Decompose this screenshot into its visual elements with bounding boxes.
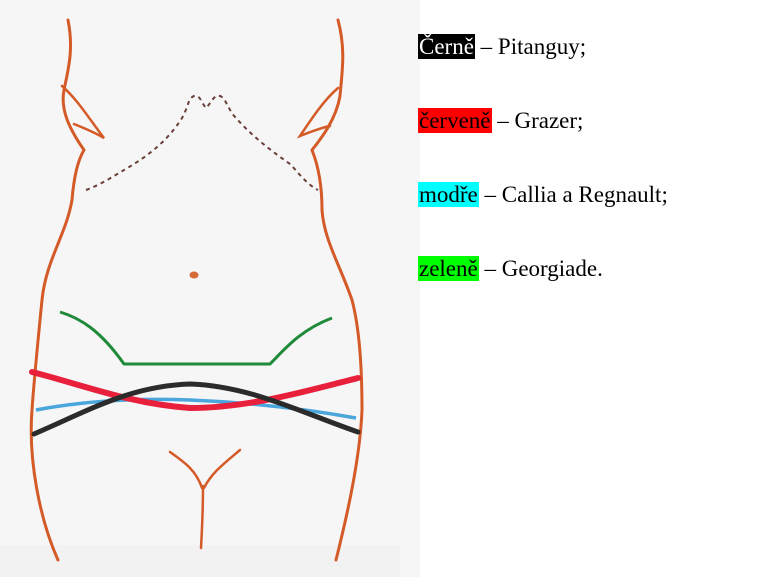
legend-key-black: Černě	[418, 34, 475, 59]
legend-item-callia-regnault: modře – Callia a Regnault;	[418, 174, 764, 248]
legend-item-pitanguy: Černě – Pitanguy;	[418, 26, 764, 100]
navel	[190, 272, 199, 279]
legend-key-green: zeleně	[418, 256, 479, 281]
incision-legend: Černě – Pitanguy; červeně – Grazer; modř…	[418, 26, 764, 322]
legend-separator: –	[492, 108, 515, 133]
legend-key-blue: modře	[418, 182, 479, 207]
legend-separator: –	[475, 34, 498, 59]
legend-author-name: Georgiade.	[502, 256, 603, 281]
abdominal-incision-illustration	[0, 0, 420, 577]
legend-author-name: Grazer;	[515, 108, 584, 133]
legend-item-georgiade: zeleně – Georgiade.	[418, 248, 764, 322]
legend-key-red: červeně	[418, 108, 492, 133]
legend-item-grazer: červeně – Grazer;	[418, 100, 764, 174]
legend-separator: –	[479, 256, 502, 281]
legend-author-name: Callia a Regnault;	[502, 182, 668, 207]
legend-separator: –	[479, 182, 502, 207]
legend-author-name: Pitanguy;	[498, 34, 586, 59]
